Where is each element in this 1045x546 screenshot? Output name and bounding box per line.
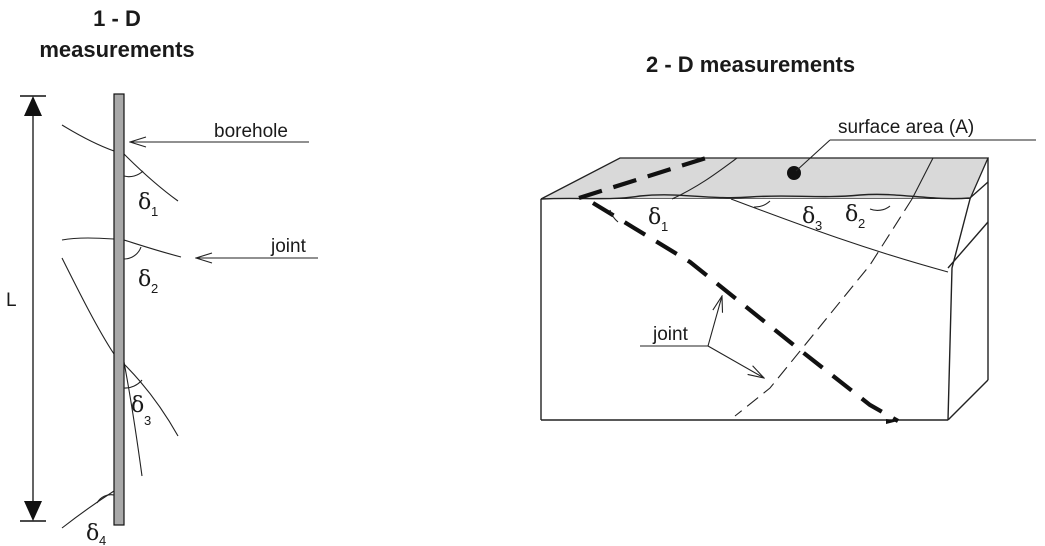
length-arrow-top-icon bbox=[24, 96, 42, 116]
svg-text:δ: δ bbox=[845, 202, 858, 227]
svg-text:2: 2 bbox=[151, 281, 158, 296]
svg-text:δ: δ bbox=[648, 205, 661, 230]
angle-label-d2-1d: δ 2 bbox=[138, 267, 158, 296]
svg-text:4: 4 bbox=[99, 533, 106, 546]
joint-label-2d: joint bbox=[652, 324, 689, 345]
svg-text:δ: δ bbox=[138, 190, 151, 215]
two-d-title: 2 - D measurements bbox=[646, 52, 855, 77]
angle-label-d3-1d: δ 3 bbox=[131, 393, 151, 428]
front-top-edge bbox=[540, 181, 989, 200]
surface-area-label: surface area (A) bbox=[838, 117, 974, 138]
length-arrow-bottom-icon bbox=[24, 501, 42, 521]
borehole-label: borehole bbox=[214, 121, 288, 142]
borehole-callout: borehole bbox=[130, 121, 309, 142]
svg-text:3: 3 bbox=[144, 413, 151, 428]
svg-text:δ: δ bbox=[802, 204, 815, 229]
one-d-joints bbox=[61, 124, 182, 529]
angle-label-d4-1d: δ 4 bbox=[86, 521, 106, 546]
joint-callout-2d: joint bbox=[640, 296, 764, 378]
block-front-face bbox=[541, 199, 970, 420]
svg-text:δ: δ bbox=[131, 393, 144, 418]
joint-callout-1d: joint bbox=[196, 236, 318, 258]
top-surface bbox=[540, 157, 989, 200]
two-d-panel: 2 - D measurements surface area (A) bbox=[540, 52, 1036, 424]
angle-label-d1-1d: δ 1 bbox=[138, 190, 158, 219]
svg-text:3: 3 bbox=[815, 218, 822, 233]
svg-text:2: 2 bbox=[858, 216, 865, 231]
borehole bbox=[113, 93, 125, 526]
joint-dashed-thin bbox=[734, 198, 913, 417]
angle-label-d1-2d: δ 1 bbox=[648, 205, 668, 234]
one-d-panel: 1 - D measurements L borehole bbox=[6, 6, 318, 546]
one-d-title-line1: 1 - D bbox=[93, 6, 141, 31]
joint-dashed-thick bbox=[578, 155, 707, 201]
joint-end-marker-icon bbox=[886, 419, 898, 424]
length-dimension: L bbox=[6, 95, 46, 522]
angle-label-d3-2d: δ 3 bbox=[802, 204, 822, 233]
svg-text:1: 1 bbox=[151, 204, 158, 219]
joint-label-1d: joint bbox=[270, 236, 307, 257]
svg-text:δ: δ bbox=[86, 521, 99, 546]
one-d-title-line2: measurements bbox=[39, 37, 194, 62]
svg-text:δ: δ bbox=[138, 267, 151, 292]
length-label: L bbox=[6, 290, 17, 311]
angle-label-d2-2d: δ 2 bbox=[845, 202, 865, 231]
svg-text:1: 1 bbox=[661, 219, 668, 234]
